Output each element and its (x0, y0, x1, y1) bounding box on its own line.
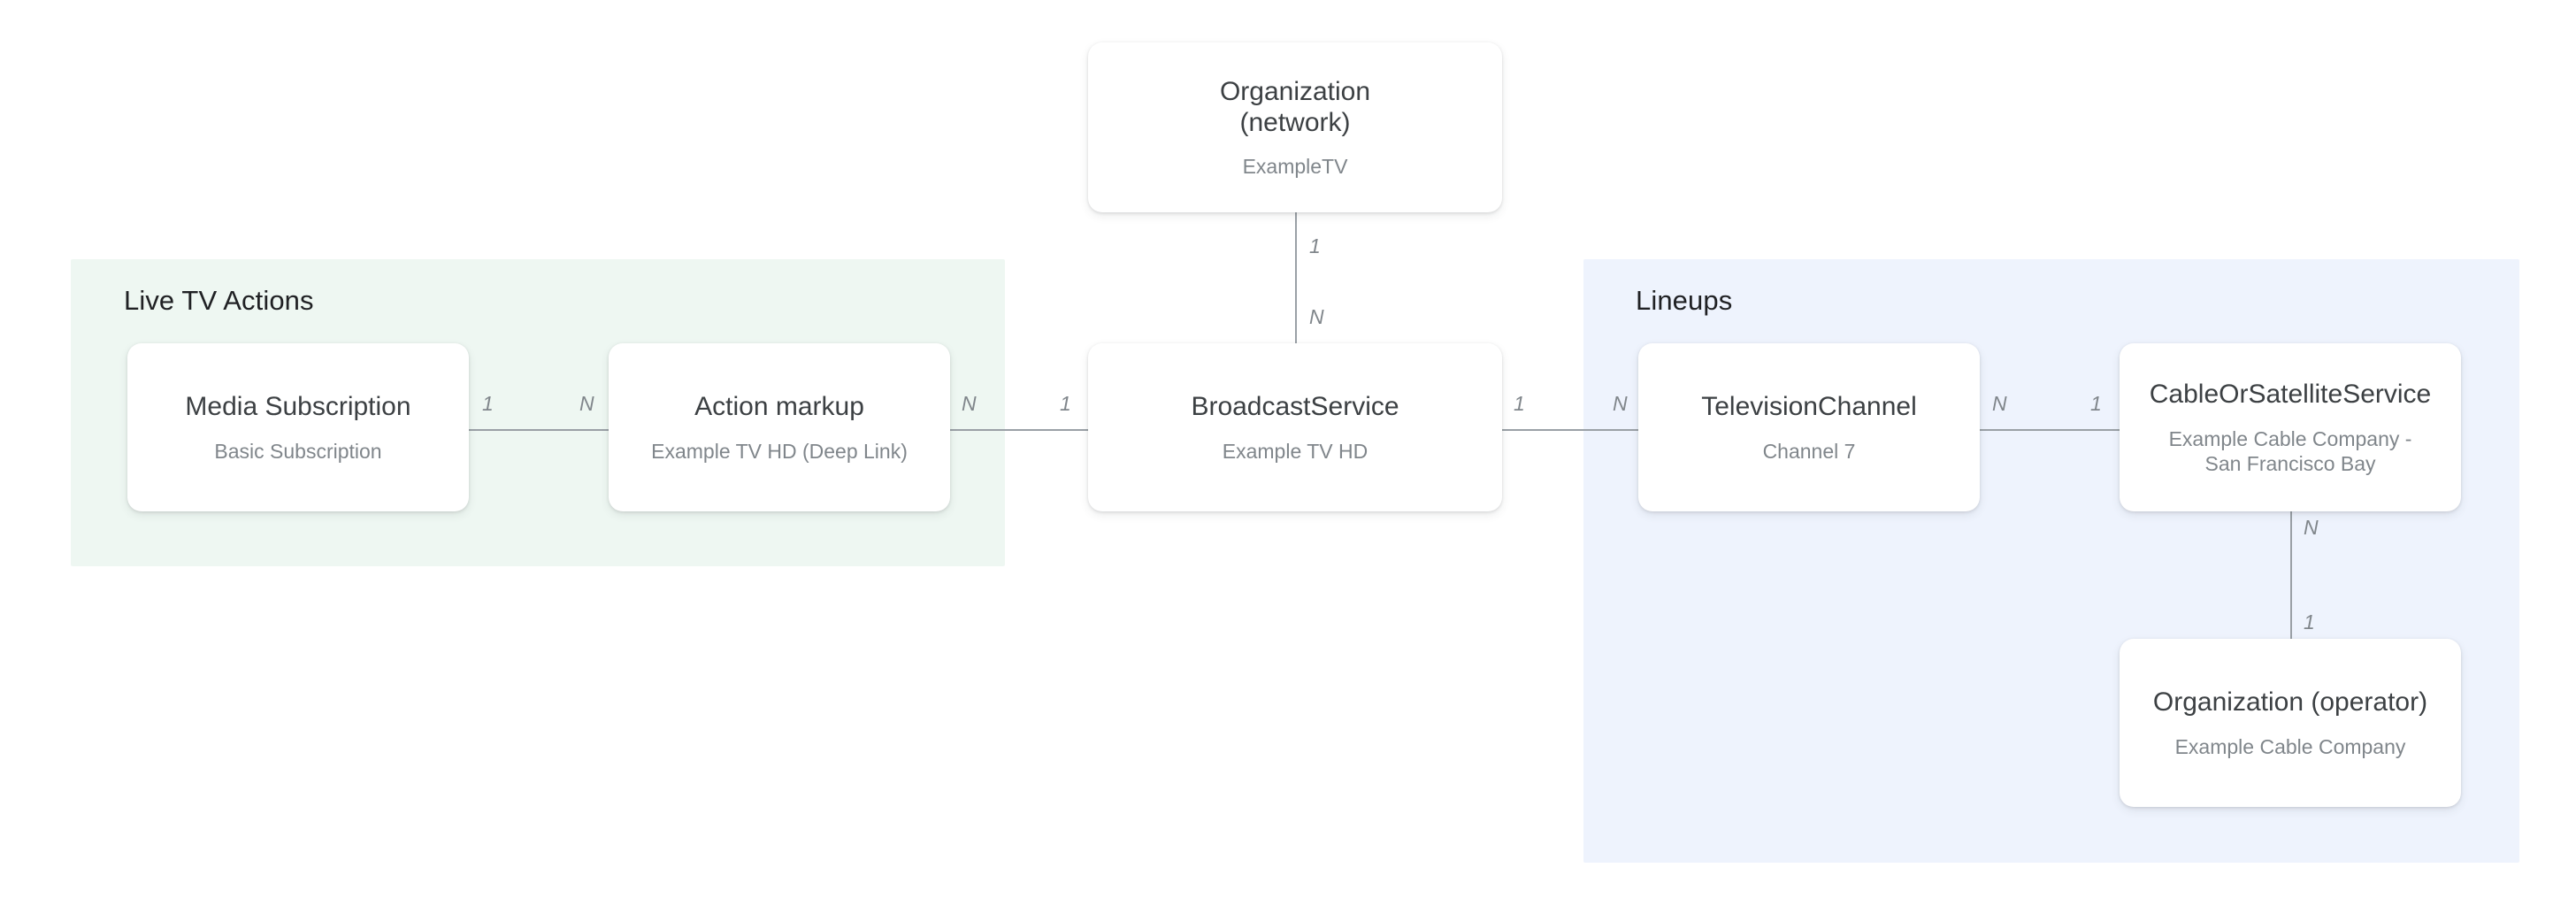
entity-node-organization-operator[interactable]: Organization (operator) Example Cable Com… (2120, 639, 2461, 807)
cardinality-label-source-media-subscription-to-action-markup: 1 (482, 392, 494, 415)
cardinality-label-source-broadcastservice-to-televisionchannel: 1 (1514, 392, 1525, 415)
group-title-lineups: Lineups (1636, 285, 1733, 316)
cardinality-label-target-action-markup-to-broadcastservice: 1 (1060, 392, 1071, 415)
entity-node-title: Organization (operator) (2152, 687, 2428, 718)
entity-node-organization-network[interactable]: Organization (network) ExampleTV (1088, 42, 1502, 212)
entity-node-subtitle: ExampleTV (1242, 155, 1348, 179)
entity-node-title: Organization (network) (1219, 76, 1371, 137)
cardinality-label-target-media-subscription-to-action-markup: N (579, 392, 594, 415)
entity-node-title: Action markup (694, 392, 864, 422)
entity-node-subtitle: Basic Subscription (214, 439, 382, 463)
entity-node-subtitle: Example Cable Company - San Francisco Ba… (2168, 426, 2412, 475)
edge-televisionchannel-to-cableorsatelliteservice (1980, 429, 2120, 431)
entity-node-title: TelevisionChannel (1701, 392, 1917, 422)
entity-node-subtitle: Example TV HD (Deep Link) (651, 439, 908, 463)
entity-node-title: BroadcastService (1191, 392, 1399, 422)
cardinality-label-target-broadcastservice-to-televisionchannel: N (1613, 392, 1628, 415)
edge-cableorsatelliteservice-to-organization-operator (2290, 511, 2292, 639)
entity-node-title: Media Subscription (185, 392, 411, 422)
cardinality-label-source-televisionchannel-to-cableorsatelliteservice: N (1992, 392, 2007, 415)
cardinality-label-source-cableorsatelliteservice-to-organization-operator: N (2304, 516, 2319, 539)
group-title-live-tv-actions: Live TV Actions (124, 285, 314, 316)
cardinality-label-target-organization-network-to-broadcastservice: N (1309, 305, 1324, 328)
edge-action-markup-to-broadcastservice (950, 429, 1088, 431)
entity-node-subtitle: Channel 7 (1762, 439, 1856, 463)
entity-node-subtitle: Example Cable Company (2174, 734, 2406, 758)
cardinality-label-target-televisionchannel-to-cableorsatelliteservice: 1 (2090, 392, 2102, 415)
cardinality-label-target-cableorsatelliteservice-to-organization-operator: 1 (2304, 610, 2315, 633)
edge-broadcastservice-to-televisionchannel (1502, 429, 1638, 431)
edge-media-subscription-to-action-markup (469, 429, 609, 431)
cardinality-label-source-action-markup-to-broadcastservice: N (962, 392, 977, 415)
edge-organization-network-to-broadcastservice (1295, 212, 1297, 343)
entity-node-subtitle: Example TV HD (1222, 439, 1368, 463)
entity-node-title: CableOrSatelliteService (2149, 380, 2432, 410)
cardinality-label-source-organization-network-to-broadcastservice: 1 (1309, 234, 1321, 257)
